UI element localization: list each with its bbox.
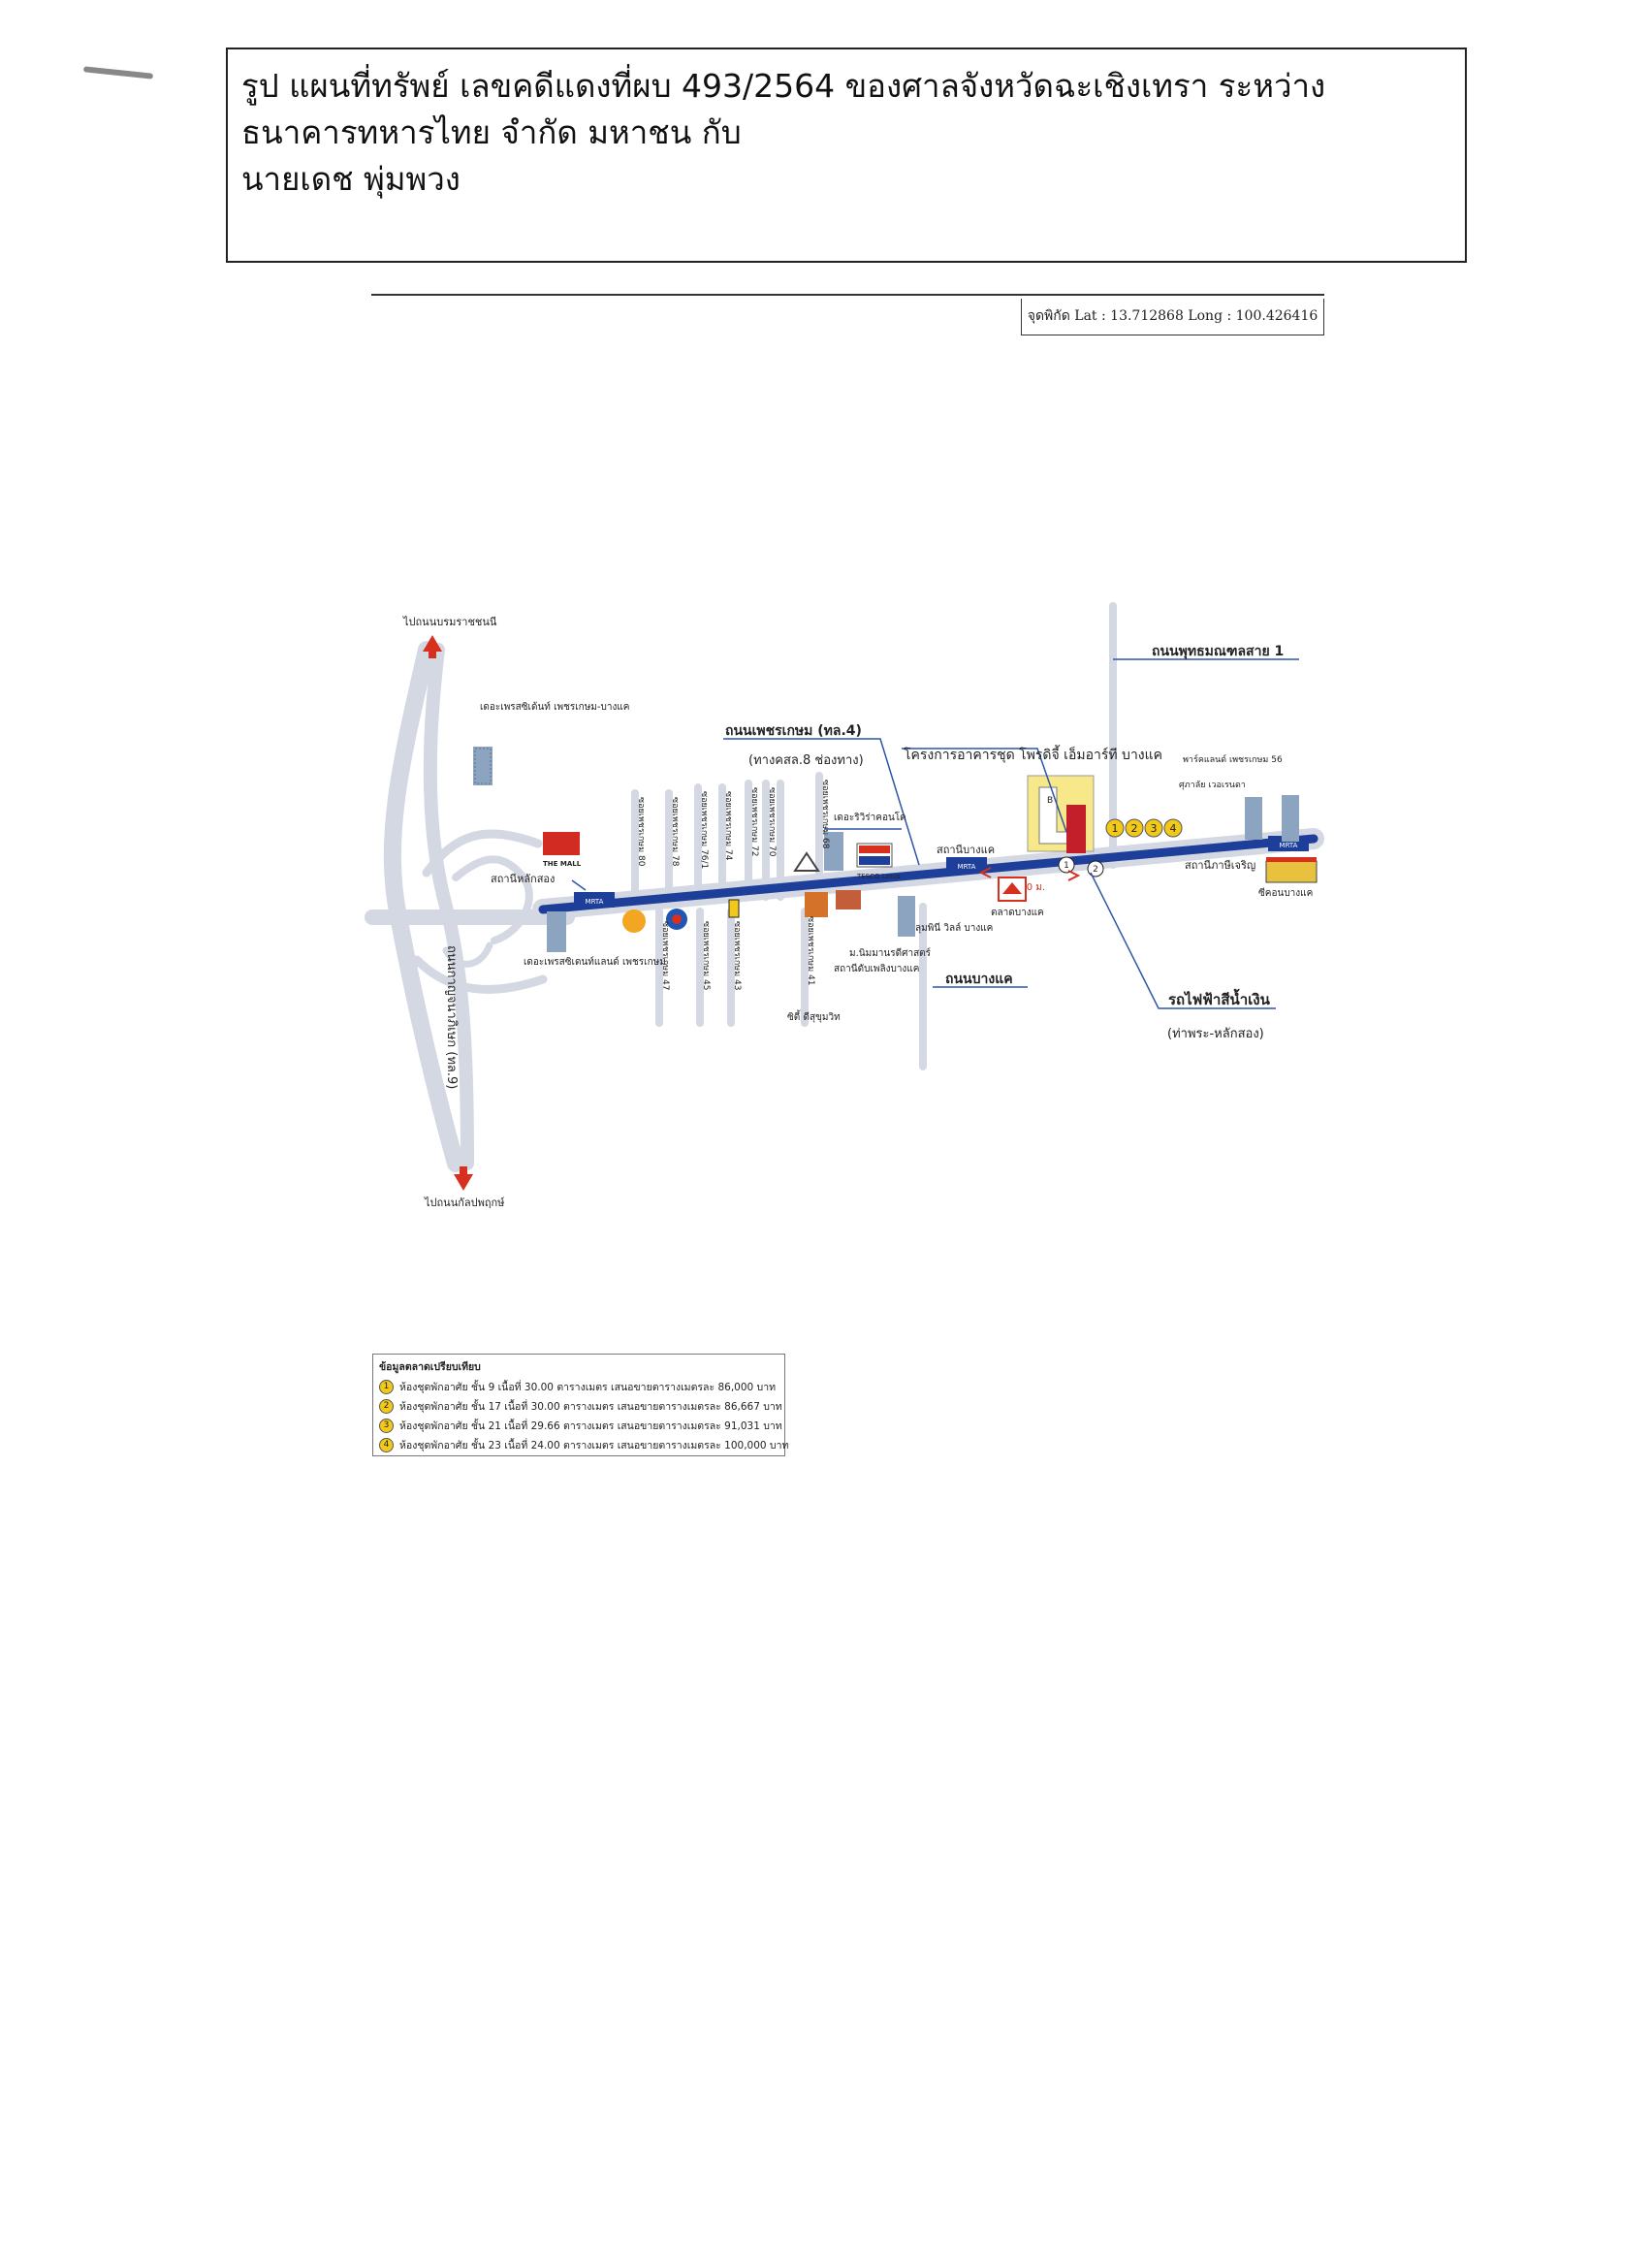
building-icon: [824, 832, 843, 871]
building-icon: [1245, 795, 1299, 842]
svg-text:เดอะริวิร่าคอนโด: เดอะริวิร่าคอนโด: [834, 811, 906, 823]
svg-text:ลุมพินี วิลล์ บางแค: ลุมพินี วิลล์ บางแค: [915, 922, 993, 934]
legend-text: ห้องชุดพักอาศัย ชั้น 17 เนื้อที่ 30.00 ต…: [399, 1400, 782, 1413]
building-icon: [836, 890, 861, 909]
svg-text:ซอยเพชรเกษม 78: ซอยเพชรเกษม 78: [670, 797, 680, 867]
svg-text:ซอยเพชรเกษม 47: ซอยเพชรเกษม 47: [660, 921, 670, 990]
shell-station-icon: [793, 851, 820, 872]
kanchanaphisek-road: [365, 641, 575, 1172]
market-markers: 1 2 3 4: [1105, 818, 1183, 838]
market-comparison-legend: ข้อมูลตลาดเปรียบเทียบ 1 ห้องชุดพักอาศัย ช…: [372, 1354, 788, 1456]
svg-text:(ทางคสล.8 ช่องทาง): (ทางคสล.8 ช่องทาง): [748, 753, 864, 768]
temple-icon: [805, 892, 828, 917]
building-icon: [898, 896, 915, 937]
legend-marker: 4: [379, 1437, 394, 1452]
svg-text:เดอะเพรสซิเด้นท์ เพชรเกษม-บางแ: เดอะเพรสซิเด้นท์ เพชรเกษม-บางแค: [480, 701, 630, 713]
market-icon: [998, 877, 1027, 902]
svg-text:ซิตี้ ดีสุขุมวิท: ซิตี้ ดีสุขุมวิท: [787, 1009, 841, 1023]
title-line-3: นายเดช พุ่มพวง: [241, 160, 461, 198]
callout-lines: [571, 658, 1299, 1009]
legend-marker: 2: [379, 1398, 394, 1414]
svg-text:1: 1: [1064, 861, 1069, 871]
svg-text:ศุภาลัย เวอเรนดา: ศุภาลัย เวอเรนดา: [1179, 781, 1246, 790]
distance-indicator: 280 ม.: [978, 867, 1081, 893]
svg-text:2: 2: [1131, 822, 1138, 835]
svg-text:ซอยเพชรเกษม 41: ซอยเพชรเกษม 41: [806, 916, 815, 985]
the-mall-logo-icon: [543, 832, 580, 855]
legend-item: 2 ห้องชุดพักอาศัย ชั้น 17 เนื้อที่ 30.00 …: [379, 1396, 782, 1416]
legend-marker: 1: [379, 1379, 394, 1394]
svg-text:TESCO Lotus: TESCO Lotus: [856, 873, 901, 880]
station-exits: 1 2: [1058, 856, 1104, 877]
arrow-up-icon: [423, 635, 442, 658]
svg-text:ซอยเพชรเกษม 76/1: ซอยเพชรเกษม 76/1: [699, 791, 709, 869]
legend-text: ห้องชุดพักอาศัย ชั้น 23 เนื้อที่ 24.00 ต…: [399, 1439, 789, 1452]
svg-text:ตลาดบางแค: ตลาดบางแค: [991, 908, 1044, 918]
ptt-icon: [666, 909, 687, 930]
svg-text:ซอยเพชรเกษม 74: ซอยเพชรเกษม 74: [723, 791, 733, 861]
svg-text:ถนนบางแค: ถนนบางแค: [945, 972, 1013, 987]
building-icon: [547, 911, 566, 952]
legend-marker: 3: [379, 1418, 394, 1433]
svg-text:ไปถนนกัลปพฤกษ์: ไปถนนกัลปพฤกษ์: [424, 1196, 505, 1209]
soi-labels: ซอยเพชรเกษม 80 ซอยเพชรเกษม 78 ซอยเพชรเกษ…: [636, 780, 830, 990]
svg-text:ซีคอนบางแค: ซีคอนบางแค: [1258, 887, 1313, 899]
gas-icon: [728, 899, 740, 918]
legend-item: 1 ห้องชุดพักอาศัย ชั้น 9 เนื้อที่ 30.00 ต…: [379, 1377, 778, 1396]
svg-text:B: B: [1047, 796, 1053, 806]
svg-text:THE MALL: THE MALL: [543, 860, 582, 868]
header-rule: [371, 294, 1324, 296]
svg-text:ซอยเพชรเกษม 68: ซอยเพชรเกษม 68: [820, 780, 830, 849]
svg-text:รถไฟฟ้าสีน้ำเงิน: รถไฟฟ้าสีน้ำเงิน: [1168, 988, 1271, 1008]
svg-text:สถานีบางแค: สถานีบางแค: [937, 844, 995, 856]
svg-text:2: 2: [1093, 865, 1098, 875]
svg-text:4: 4: [1170, 822, 1177, 835]
svg-text:MRTA: MRTA: [586, 898, 604, 906]
svg-text:(ท่าพระ-หลักสอง): (ท่าพระ-หลักสอง): [1167, 1027, 1264, 1041]
mrt-station-bang-khae: MRTA: [946, 857, 987, 873]
mrt-station-lak-song: MRTA: [574, 892, 615, 908]
seacon-icon: [1265, 857, 1318, 883]
legend-header: ข้อมูลตลาดเปรียบเทียบ: [379, 1361, 481, 1373]
svg-text:ซอยเพชรเกษม 45: ซอยเพชรเกษม 45: [701, 921, 711, 990]
svg-text:ซอยเพชรเกษม 80: ซอยเพชรเกษม 80: [636, 797, 646, 867]
svg-text:ถนนกาญจนาภิเษก (ทล.9): ถนนกาญจนาภิเษก (ทล.9): [444, 945, 459, 1089]
svg-text:พาร์คแลนด์ เพชรเกษม 56: พาร์คแลนด์ เพชรเกษม 56: [1183, 753, 1283, 765]
svg-text:เดอะเพรสซิเดนท์แลนด์ เพชรเกษม: เดอะเพรสซิเดนท์แลนด์ เพชรเกษม: [524, 956, 666, 968]
svg-text:สถานีภาษีเจริญ: สถานีภาษีเจริญ: [1185, 859, 1255, 872]
svg-text:ซอยเพชรเกษม 70: ซอยเพชรเกษม 70: [767, 787, 777, 857]
svg-text:ถนนพุทธมณฑลสาย 1: ถนนพุทธมณฑลสาย 1: [1152, 644, 1284, 659]
svg-text:ม.นิมมานรดีศาสตร์: ม.นิมมานรดีศาสตร์: [849, 947, 932, 959]
legend-item: 4 ห้องชุดพักอาศัย ชั้น 23 เนื้อที่ 24.00 …: [379, 1435, 788, 1454]
map-labels: ไปถนนบรมราชชนนี ไปถนนกัลปพฤกษ์ ถนนกาญจนา…: [402, 616, 1313, 1209]
poi-icons: [473, 747, 1318, 952]
title-line-2: ธนาคารทหารไทย จำกัด มหาชน กับ: [241, 113, 742, 151]
title-line-1: รูป แผนที่ทรัพย์ เลขคดีแดงที่ผบ 493/2564…: [241, 67, 1326, 105]
title-box: รูป แผนที่ทรัพย์ เลขคดีแดงที่ผบ 493/2564…: [226, 48, 1467, 263]
arrow-down-icon: [454, 1166, 473, 1191]
svg-text:3: 3: [1151, 822, 1158, 835]
legend-text: ห้องชุดพักอาศัย ชั้น 21 เนื้อที่ 29.66 ต…: [399, 1420, 782, 1432]
legend-text: ห้องชุดพักอาศัย ชั้น 9 เนื้อที่ 30.00 ตา…: [399, 1381, 777, 1393]
svg-text:MRTA: MRTA: [1280, 842, 1298, 849]
svg-text:ถนนเพชรเกษม (ทล.4): ถนนเพชรเกษม (ทล.4): [725, 723, 862, 739]
petchkasem-road: [532, 828, 1324, 920]
svg-text:สถานีดับเพลิงบางแค: สถานีดับเพลิงบางแค: [834, 963, 919, 974]
svg-text:MRTA: MRTA: [958, 863, 976, 871]
tesco-logo-icon: [856, 843, 893, 868]
soi-roads: [631, 602, 1117, 1070]
shell-icon: [622, 909, 646, 933]
svg-text:สถานีหลักสอง: สถานีหลักสอง: [491, 873, 555, 885]
coordinates-box: จุดพิกัด Lat : 13.712868 Long : 100.4264…: [1021, 299, 1324, 335]
svg-text:ซอยเพชรเกษม 72: ซอยเพชรเกษม 72: [749, 787, 759, 856]
svg-text:โครงการอาคารชุด โพรดิจี้ เอ็มอ: โครงการอาคารชุด โพรดิจี้ เอ็มอาร์ที บางแ…: [904, 745, 1162, 763]
svg-text:280 ม.: 280 ม.: [1014, 882, 1045, 893]
legend-item: 3 ห้องชุดพักอาศัย ชั้น 21 เนื้อที่ 29.66 …: [379, 1416, 782, 1435]
svg-text:1: 1: [1112, 822, 1119, 835]
building-icon: [473, 747, 492, 785]
svg-text:ไปถนนบรมราชชนนี: ไปถนนบรมราชชนนี: [402, 616, 497, 628]
svg-text:ซอยเพชรเกษม 43: ซอยเพชรเกษม 43: [732, 921, 742, 990]
